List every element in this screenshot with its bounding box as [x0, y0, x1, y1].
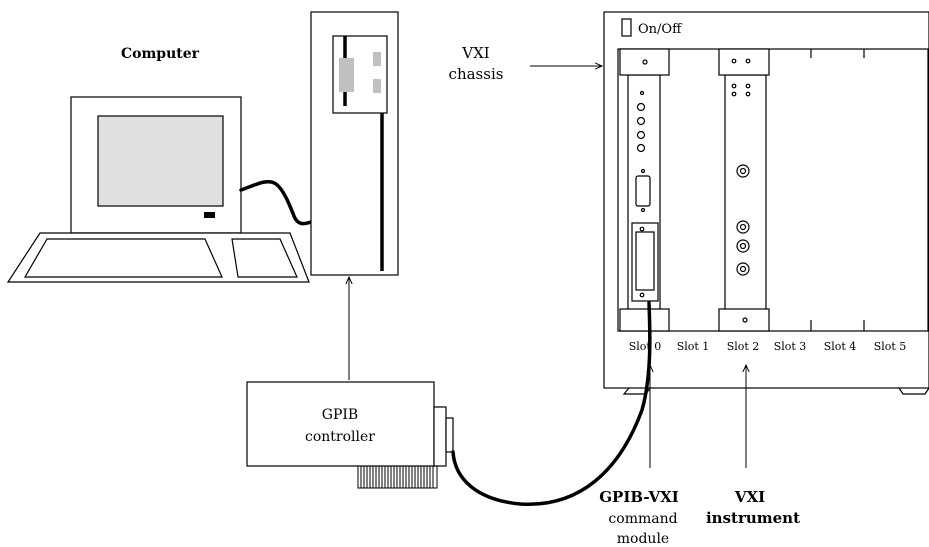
vxi-instrument-label-line1: VXI [734, 488, 765, 506]
command-module-label-line3: module [617, 531, 669, 547]
computer-label: Computer [121, 46, 200, 62]
computer-monitor [70, 96, 242, 234]
slot-label: Slot 3 [774, 340, 807, 353]
command-module-label-line1: GPIB-VXI [599, 488, 679, 506]
slot-label: Slot 5 [874, 340, 907, 353]
gpib-cable [451, 301, 652, 506]
card-edge-connector [357, 466, 438, 489]
vxi-instrument-module [718, 48, 770, 332]
gpib-controller-label-line2: controller [305, 429, 375, 445]
gpib-controller-label-line1: GPIB [322, 407, 358, 423]
db9-connector [635, 175, 651, 207]
slot-labels: Slot 0 Slot 1 Slot 2 Slot 3 Slot 4 Slot … [629, 340, 907, 353]
computer-tower [310, 11, 399, 276]
gpib-vxi-command-module [619, 48, 670, 332]
slot-label: Slot 2 [727, 340, 760, 353]
vxi-chassis-label-line1: VXI [461, 44, 490, 62]
slot-label: Slot 1 [677, 340, 710, 353]
on-off-switch[interactable] [621, 18, 632, 37]
computer-keyboard [6, 232, 310, 283]
monitor-power-button [204, 212, 215, 218]
command-module-label-line2: command [608, 511, 677, 527]
vxi-chassis-label-line2: chassis [449, 65, 504, 83]
vxi-instrument-label-line2: instrument [706, 509, 800, 527]
slot-label: Slot 0 [629, 340, 662, 353]
on-off-label: On/Off [638, 22, 683, 37]
monitor-cable [239, 179, 313, 226]
gpib-controller-card [246, 381, 454, 489]
slot-label: Slot 4 [824, 340, 857, 353]
